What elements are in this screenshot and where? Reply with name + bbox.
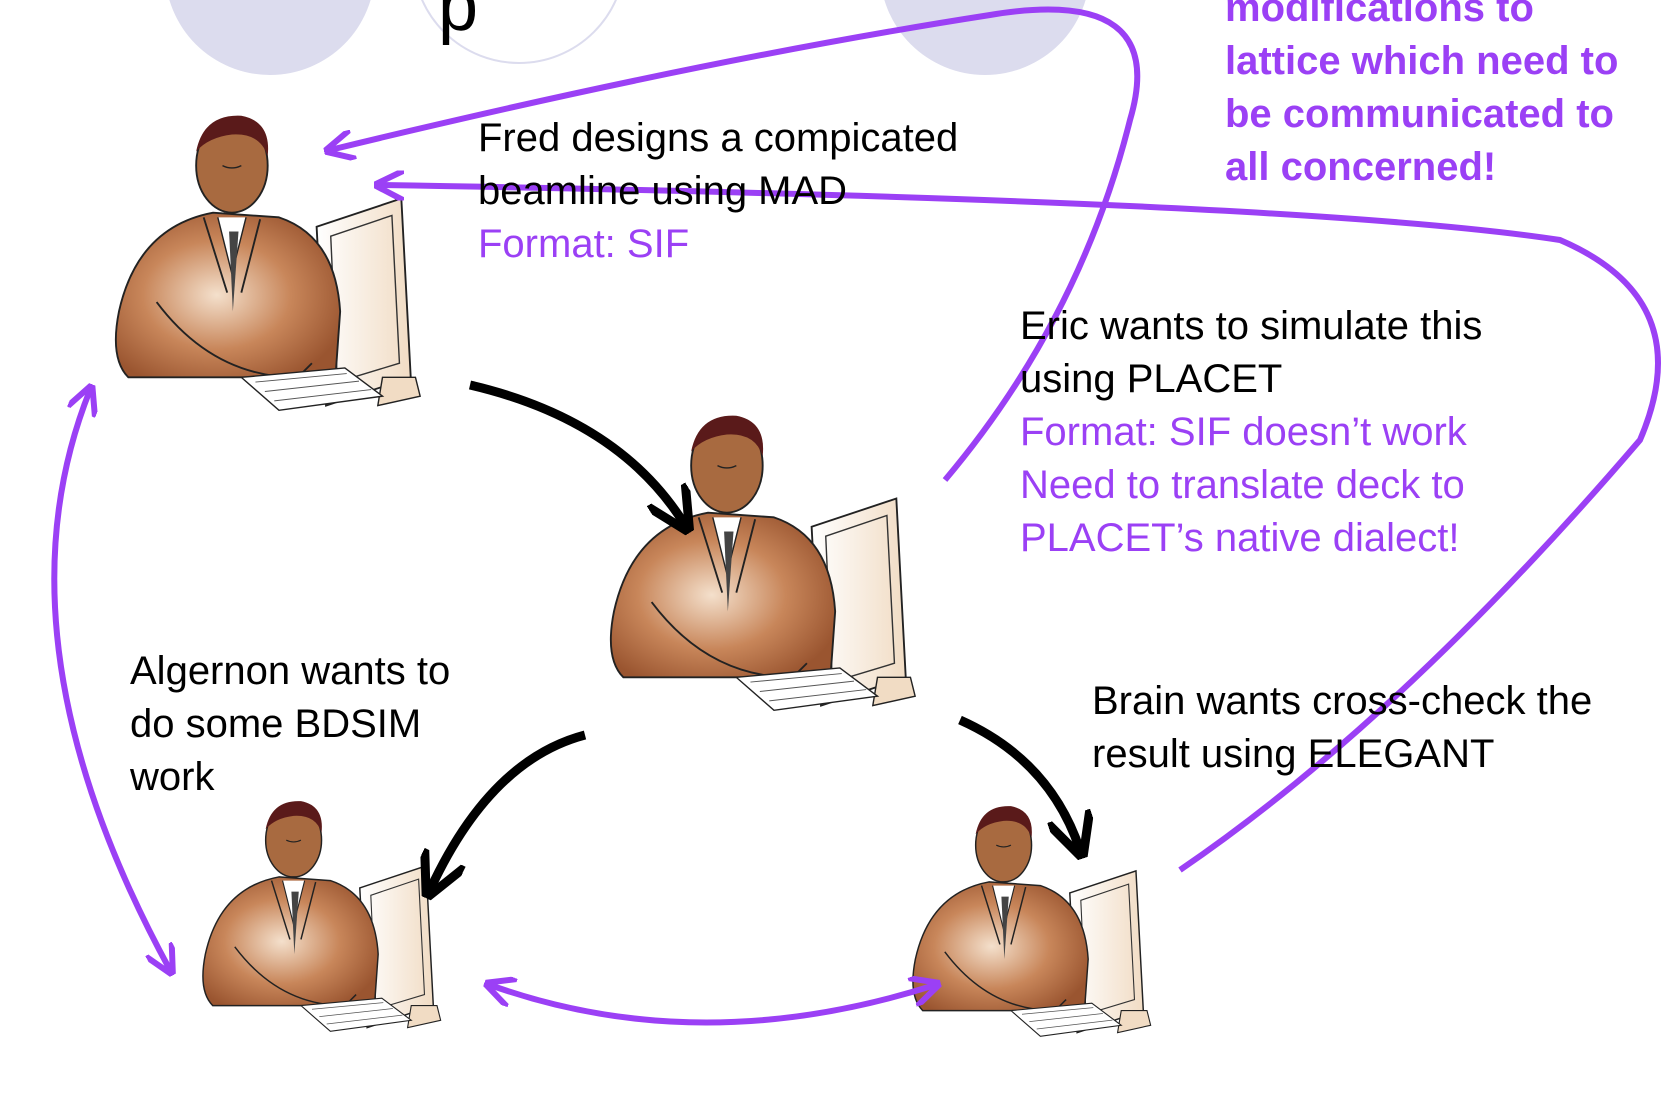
algernon-caption: Algernon wants to do some BDSIM work [130,645,450,804]
note-line-2: lattice which need to [1225,35,1618,88]
arrow-algernon-brain [490,985,935,1023]
eric-need-1: Need to translate deck to [1020,459,1482,512]
eric-caption: Eric wants to simulate this using PLACET… [1020,300,1482,565]
arrow-eric-to-algernon [430,735,585,890]
lattice-note: modifications to lattice which need to b… [1225,0,1618,194]
note-line-3: be communicated to [1225,88,1618,141]
eric-line-2: using PLACET [1020,353,1482,406]
arrow-eric-to-brain [960,720,1080,850]
brain-line-2: result using ELEGANT [1092,728,1592,781]
note-line-4: all concerned! [1225,141,1618,194]
arrow-fred-to-eric [470,385,685,525]
fred-caption: Fred designs a compicated beamline using… [478,112,958,271]
algernon-line-3: work [130,751,450,804]
fred-format: Format: SIF [478,218,958,271]
fred-line-2: beamline using MAD [478,165,958,218]
brain-caption: Brain wants cross-check the result using… [1092,675,1592,781]
brain-line-1: Brain wants cross-check the [1092,675,1592,728]
eric-format: Format: SIF doesn’t work [1020,406,1482,459]
fred-line-1: Fred designs a compicated [478,112,958,165]
algernon-line-1: Algernon wants to [130,645,450,698]
note-line-1: modifications to [1225,0,1618,35]
algernon-line-2: do some BDSIM [130,698,450,751]
eric-need-2: PLACET’s native dialect! [1020,512,1482,565]
eric-line-1: Eric wants to simulate this [1020,300,1482,353]
